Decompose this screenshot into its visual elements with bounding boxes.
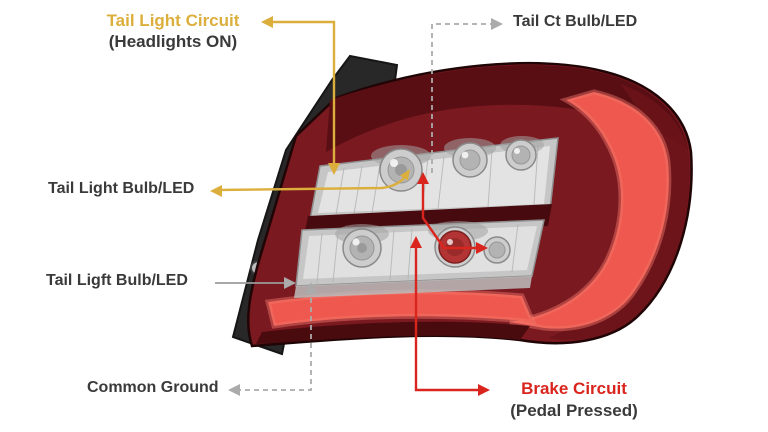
arrow-right-icon	[476, 242, 488, 254]
tail-circuit-connector	[261, 16, 340, 175]
arrow-left-icon	[261, 16, 273, 28]
tail-bulb-lower-left	[342, 228, 382, 268]
tail-ct-bulb	[452, 142, 488, 178]
arrow-upright-icon	[400, 169, 410, 181]
arrow-up-icon	[410, 236, 422, 248]
arrow-left-icon	[210, 185, 222, 197]
tail-bulb-lower-connector	[215, 277, 296, 289]
tail-ct-bulb-label: Tail Ct Bulb/LED	[513, 13, 638, 30]
tail-bulb-upper-left	[379, 148, 423, 192]
brake-circuit-connector	[410, 236, 490, 396]
arrow-right-icon	[491, 18, 503, 30]
brake-bulb-connector	[417, 172, 488, 254]
tail-lamp-body	[247, 61, 693, 348]
arrow-right-icon	[478, 384, 490, 396]
upper-bulb-row	[309, 136, 559, 221]
tail-light-circuit-subtitle: (Headlights ON)	[108, 32, 238, 51]
common-ground-label: Common Ground	[87, 379, 219, 396]
tail-light-circuit-label: Tail Light Circuit (Headlights ON)	[76, 10, 270, 52]
common-ground-connector	[228, 282, 317, 396]
brake-circuit-title: Brake Circuit	[521, 379, 627, 398]
arrow-right-icon	[284, 277, 296, 289]
tail-light-bulb-upper-label: Tail Light Bulb/LED	[48, 180, 195, 197]
tail-bulb-lower-right	[483, 236, 511, 264]
tail-bulb-connector	[210, 169, 410, 197]
arrow-up-icon	[417, 172, 429, 184]
brake-circuit-subtitle: (Pedal Pressed)	[510, 401, 638, 420]
tail-light-bulb-lower-label: Tail Ligft Bulb/LED	[46, 272, 188, 289]
tail-light-circuit-title: Tail Light Circuit	[106, 11, 240, 30]
arrow-up-icon	[305, 282, 317, 294]
brake-circuit-label: Brake Circuit (Pedal Pressed)	[496, 378, 652, 422]
tail-bulb-upper-right	[505, 139, 537, 171]
arrow-left-icon	[228, 384, 240, 396]
arrow-down-icon	[328, 163, 340, 175]
led-light-guide	[509, 89, 672, 332]
lower-bulb-row	[294, 219, 545, 298]
tail-ct-connector	[431, 18, 503, 176]
